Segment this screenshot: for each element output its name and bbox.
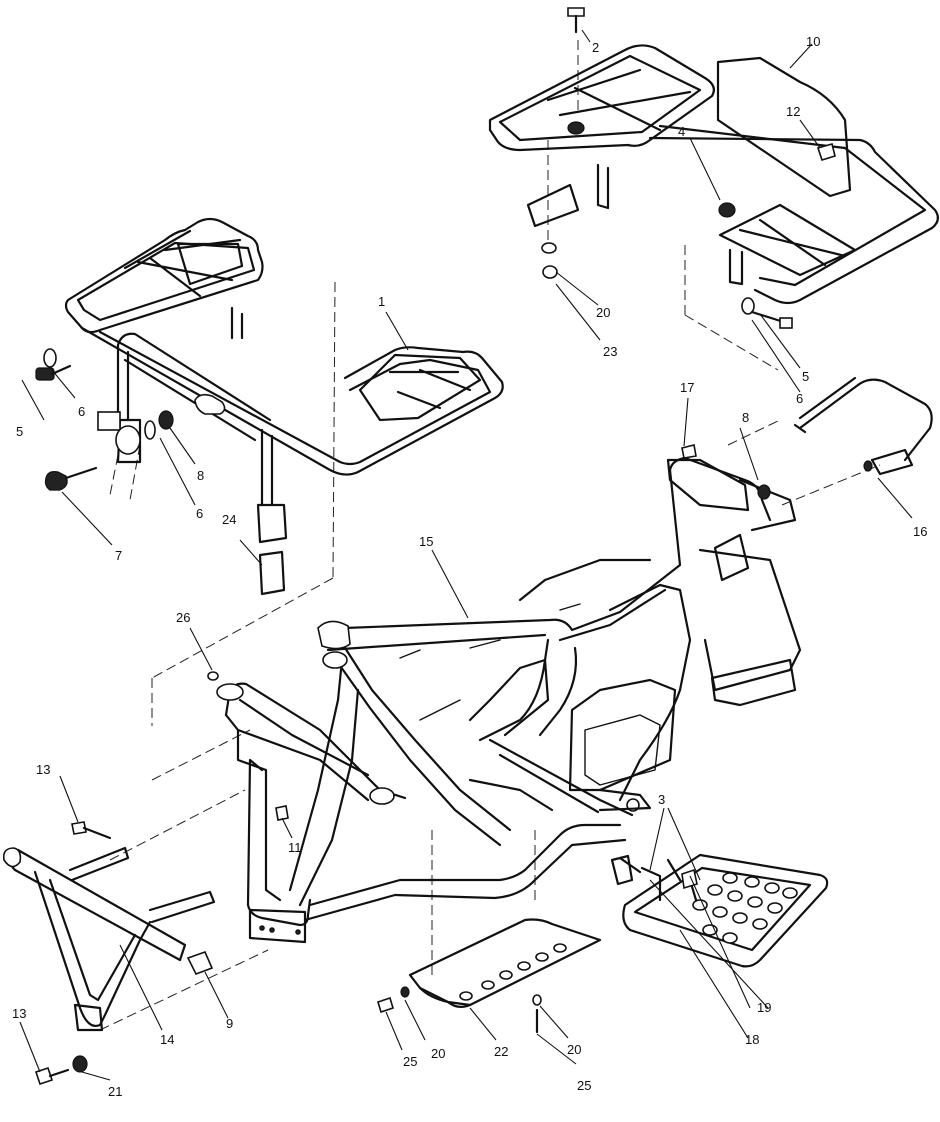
callout-5-left: 5 xyxy=(16,424,23,439)
callout-labels: 1 2 3 4 5 5 6 6 6 7 8 8 9 10 11 12 13 13… xyxy=(12,34,927,1099)
bushing-9 xyxy=(186,950,214,976)
washer-6b xyxy=(741,297,755,315)
washer-20 xyxy=(541,242,557,254)
callout-1: 1 xyxy=(378,294,385,309)
callout-13-top: 13 xyxy=(36,762,50,777)
assembly-guide-lines xyxy=(99,40,881,1031)
callout-7: 7 xyxy=(115,548,122,563)
callout-16: 16 xyxy=(913,524,927,539)
nut-8 xyxy=(158,410,174,430)
bolt-12 xyxy=(816,143,836,161)
mount-bushing xyxy=(115,425,141,455)
callout-18: 18 xyxy=(745,1032,759,1047)
callout-12: 12 xyxy=(786,104,800,119)
nut-21 xyxy=(72,1055,88,1073)
nut-8b xyxy=(757,484,771,500)
rack-mount-24 xyxy=(258,550,286,596)
bolt-13a xyxy=(71,821,87,835)
callout-6-right: 6 xyxy=(796,391,803,406)
front-rack xyxy=(64,217,504,544)
callout-20-skid-left: 20 xyxy=(431,1046,445,1061)
nut-23 xyxy=(542,265,558,279)
callout-20-skid-right: 20 xyxy=(567,1042,581,1057)
callout-13-bottom: 13 xyxy=(12,1006,26,1021)
bolt-17 xyxy=(681,444,697,459)
callout-17: 17 xyxy=(680,380,694,395)
callout-23: 23 xyxy=(603,344,617,359)
callout-5-right: 5 xyxy=(802,369,809,384)
bolt-7 xyxy=(44,471,68,491)
callout-6-mid: 6 xyxy=(196,506,203,521)
grommet-26 xyxy=(207,671,219,681)
washer-6 xyxy=(43,348,57,368)
callout-6-left: 6 xyxy=(78,404,85,419)
clamp-plate xyxy=(526,183,580,228)
callout-9: 9 xyxy=(226,1016,233,1031)
callout-leaders xyxy=(19,29,913,1081)
bolt-11 xyxy=(275,805,289,821)
callout-8-left: 8 xyxy=(197,468,204,483)
callout-22: 22 xyxy=(494,1044,508,1059)
callout-20-rack: 20 xyxy=(596,305,610,320)
skid-plate xyxy=(377,918,602,1034)
nut-4 xyxy=(718,202,736,218)
callout-3: 3 xyxy=(658,792,665,807)
callout-15: 15 xyxy=(419,534,433,549)
grab-bar xyxy=(793,376,933,476)
callout-24: 24 xyxy=(222,512,236,527)
callout-11: 11 xyxy=(288,840,302,855)
rear-rack-hardware xyxy=(541,7,836,329)
callout-25-left: 25 xyxy=(403,1054,417,1069)
callout-26: 26 xyxy=(176,610,190,625)
callout-25-right: 25 xyxy=(577,1078,591,1093)
callout-10: 10 xyxy=(806,34,820,49)
callout-21: 21 xyxy=(108,1084,122,1099)
callout-14: 14 xyxy=(160,1032,174,1047)
front-rack-hardware xyxy=(35,348,286,596)
callout-4: 4 xyxy=(678,124,685,139)
main-frame xyxy=(216,456,802,944)
footrest xyxy=(610,853,829,968)
callout-19: 19 xyxy=(757,1000,771,1015)
rear-rack xyxy=(488,44,939,305)
front-guard xyxy=(2,821,216,1086)
bolt-25a xyxy=(377,996,394,1014)
callout-8-right: 8 xyxy=(742,410,749,425)
bolt-2 xyxy=(567,7,585,17)
callout-2: 2 xyxy=(592,40,599,55)
bracket-block xyxy=(97,411,121,431)
